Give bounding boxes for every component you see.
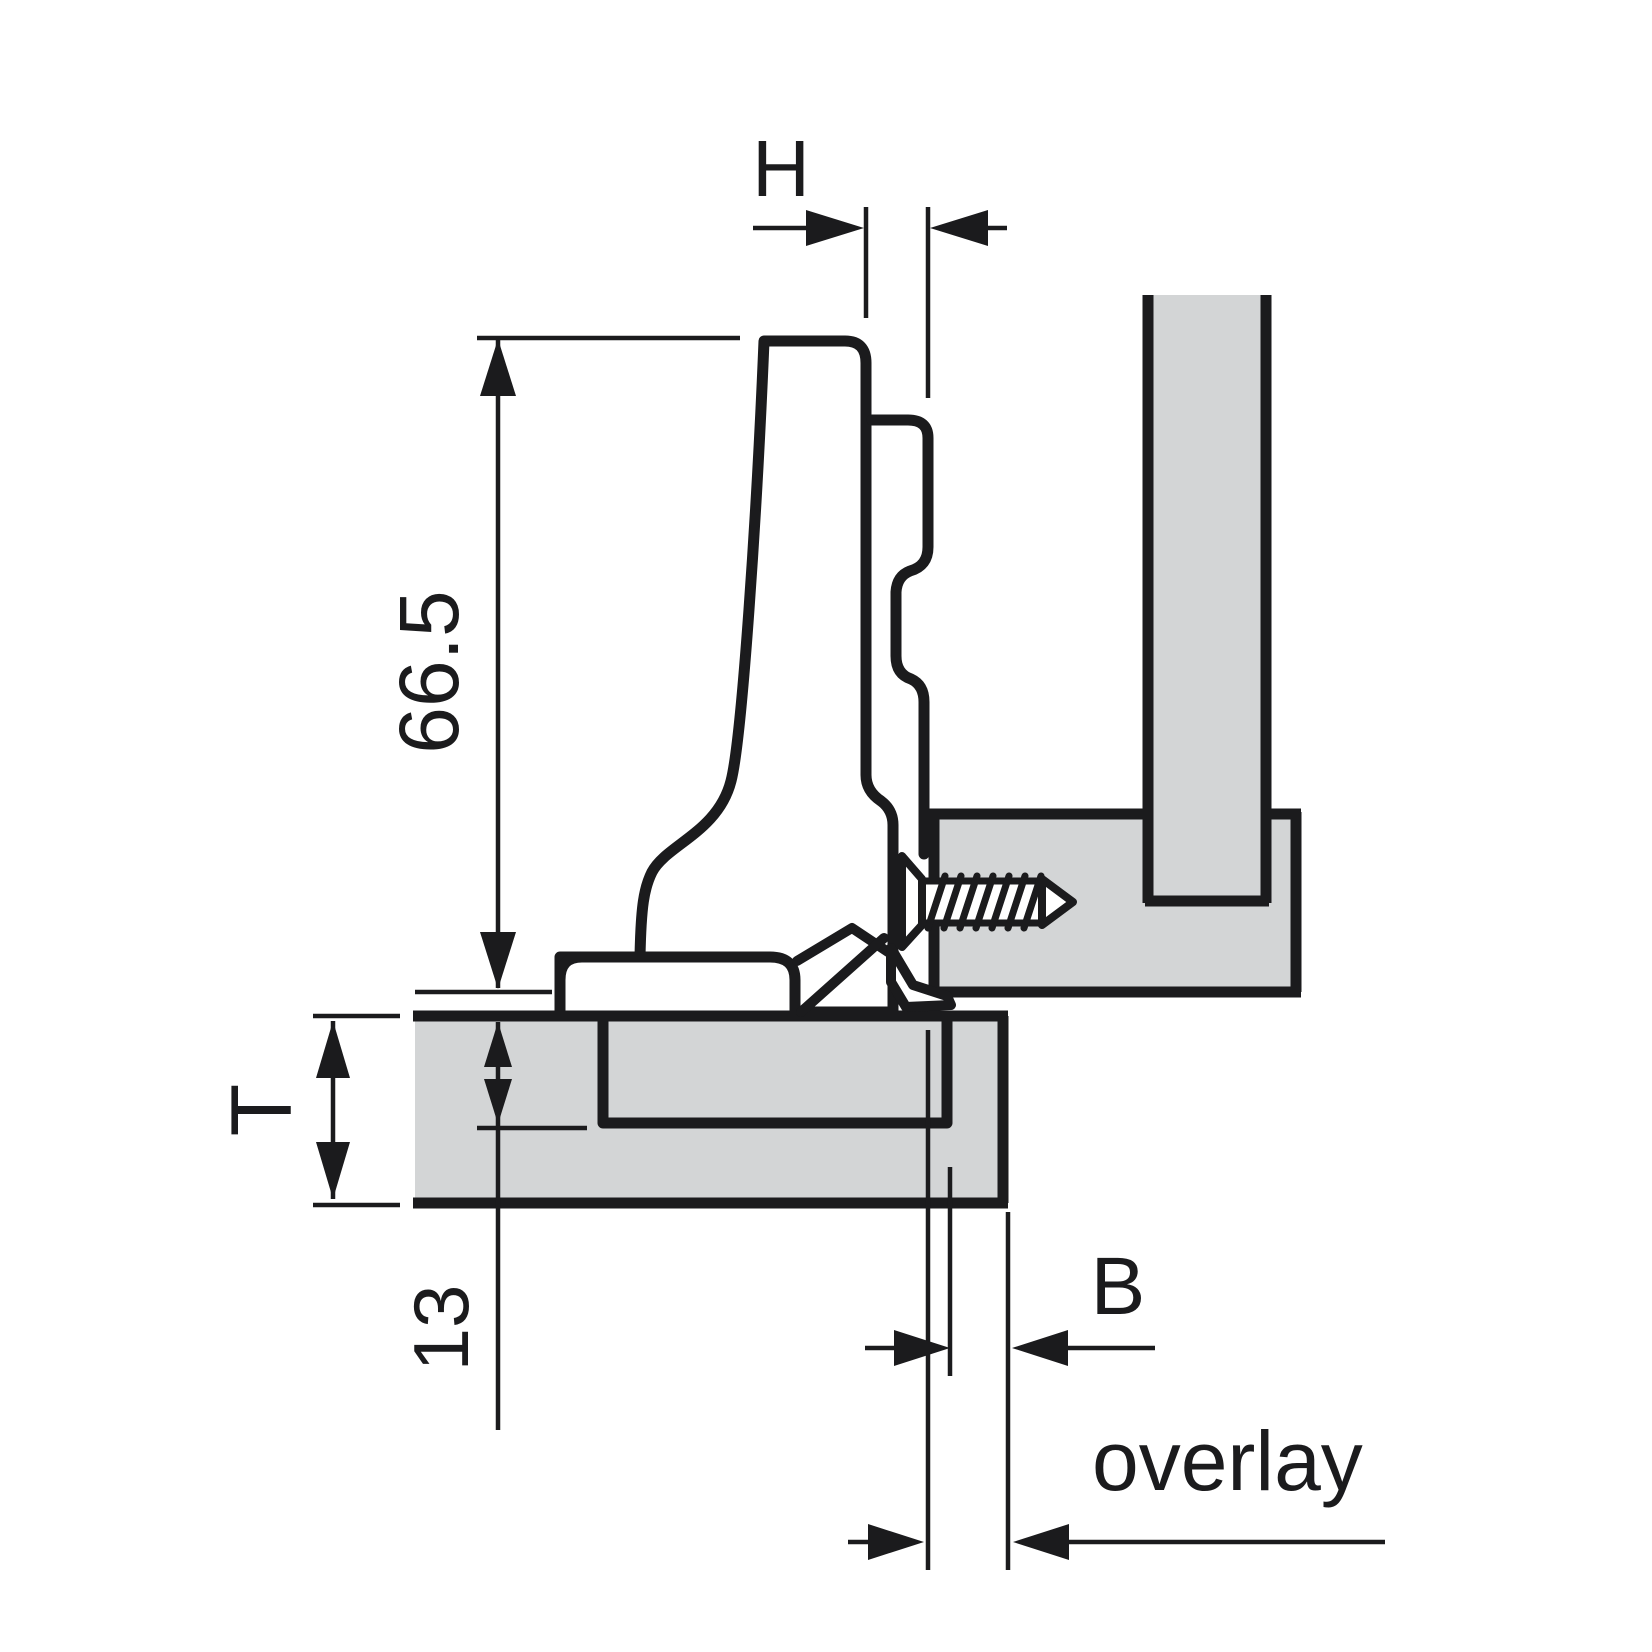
dim-overlay: overlay (848, 1414, 1385, 1560)
cabinet-panel-vertical (1142, 295, 1272, 907)
arrowhead-up-icon (480, 339, 516, 396)
dim-plate-distance: H (752, 124, 1007, 398)
arrowhead-right-icon (894, 1330, 950, 1366)
dim-label-overlay: overlay (1092, 1414, 1363, 1508)
door-panel-fill (415, 1016, 1003, 1203)
arrowhead-down-icon (480, 932, 516, 989)
dim-label-h: H (752, 124, 810, 213)
arrowhead-up-icon (316, 1021, 350, 1078)
hinge-flange-foot (886, 943, 956, 1012)
mounting-screw (898, 852, 1077, 951)
hinge (413, 335, 1008, 1022)
dim-label-13: 13 (397, 1285, 485, 1372)
arrowhead-left-icon (930, 210, 988, 246)
dim-drilling-depth: 13 (397, 1022, 587, 1430)
arrowhead-down-icon (484, 1079, 512, 1124)
dim-bore-distance: B (865, 1030, 1155, 1570)
screw-head (898, 852, 926, 951)
dim-arm-height: 66.5 (382, 335, 740, 995)
hinge-wing-lower-line (796, 933, 889, 1017)
hinge-cup-plate (554, 951, 801, 1022)
screw-tip (1038, 875, 1077, 929)
dim-door-thickness: T (214, 1013, 400, 1208)
cup-bore (597, 1014, 953, 1129)
dim-label-t: T (214, 1084, 310, 1137)
dim-label-b: B (1091, 1241, 1146, 1332)
cabinet-panel-vertical-fill (1143, 295, 1271, 905)
arrowhead-right-icon (806, 210, 864, 246)
arrowhead-right-icon (868, 1524, 924, 1560)
hinge-back-profile (866, 414, 934, 860)
arrowhead-down-icon (316, 1142, 350, 1199)
screw-thread (924, 872, 1045, 932)
door-panel (413, 1014, 1009, 1209)
dim-label-66-5: 66.5 (382, 590, 476, 754)
arrowhead-left-icon (1012, 1330, 1068, 1366)
arrowhead-up-icon (484, 1022, 512, 1067)
hinge-arm (554, 335, 899, 1018)
arrowhead-left-icon (1013, 1524, 1069, 1560)
